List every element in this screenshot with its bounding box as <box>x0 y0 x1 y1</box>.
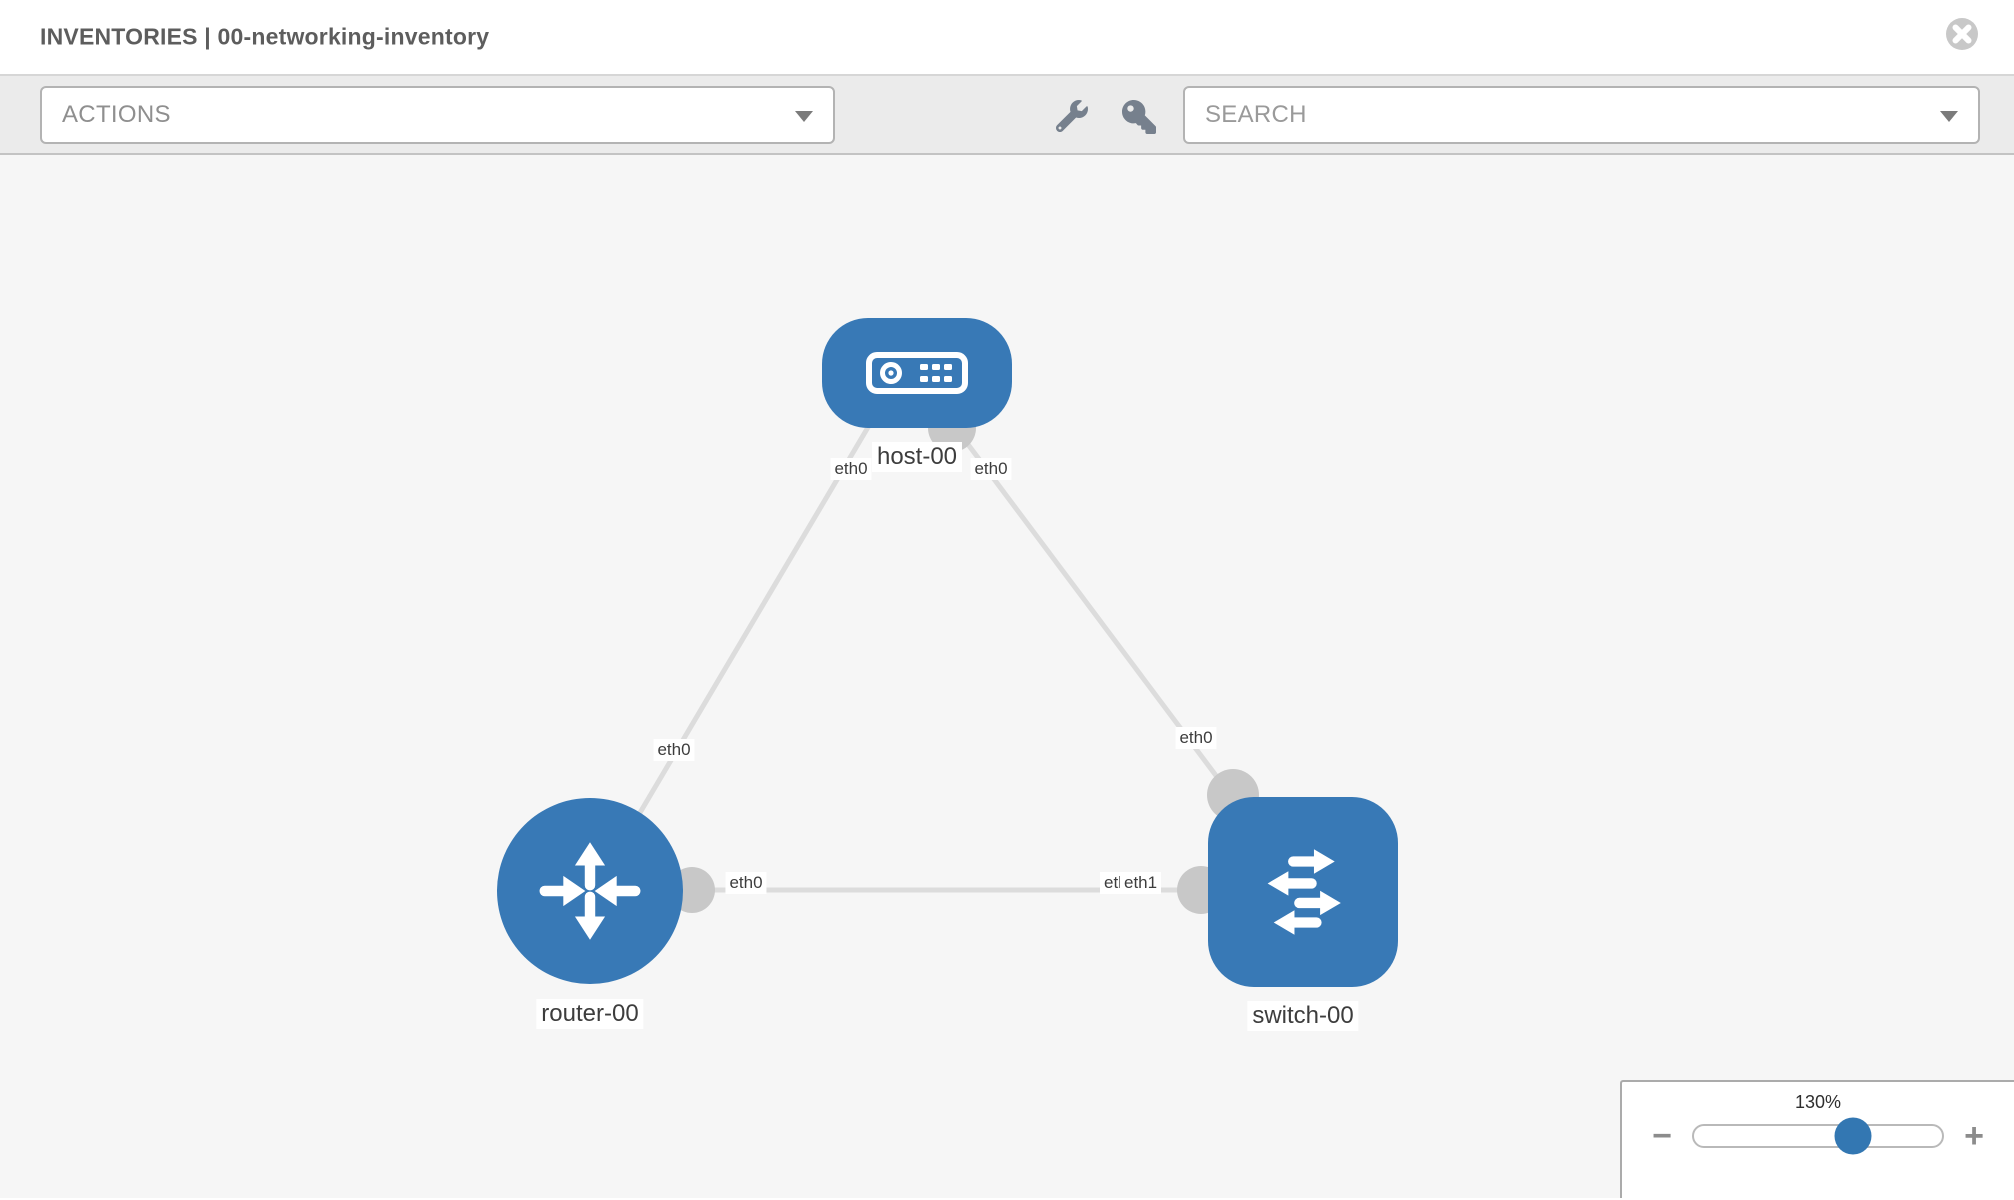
zoom-in-button[interactable]: + <box>1964 1117 1984 1155</box>
node-label-switch-00[interactable]: switch-00 <box>1247 1001 1359 1031</box>
chevron-down-icon <box>795 111 813 122</box>
zoom-out-button[interactable]: − <box>1652 1117 1672 1155</box>
iface-label-switch-eth0-uplink: eth0 <box>1175 727 1217 749</box>
iface-label-host-eth0-right: eth0 <box>970 458 1012 480</box>
zoom-slider-row: − + <box>1622 1117 2014 1155</box>
node-host-00[interactable] <box>822 318 1012 428</box>
host-icon <box>866 352 968 394</box>
node-router-00[interactable] <box>497 798 683 984</box>
router-icon <box>539 842 641 940</box>
node-label-router-00[interactable]: router-00 <box>536 999 644 1029</box>
topology-links-layer <box>600 404 1300 914</box>
wrench-icon[interactable] <box>1055 100 1090 134</box>
node-switch-00[interactable] <box>1208 797 1398 987</box>
toolbar: ACTIONS SEARCH <box>0 76 2014 155</box>
key-icon[interactable] <box>1122 100 1156 134</box>
iface-label-router-eth0-uplink: eth0 <box>653 739 695 761</box>
close-button[interactable] <box>1944 16 1980 52</box>
iface-label-router-eth0-lan: eth0 <box>725 872 767 894</box>
zoom-slider[interactable] <box>1692 1117 1944 1155</box>
header: INVENTORIES | 00-networking-inventory <box>0 0 2014 76</box>
iface-label-switch-eth1-lan: eth1 <box>1120 872 1162 894</box>
topology-canvas[interactable]: host-00 router-00 switch-00 eth0 eth0 et… <box>0 155 2014 1198</box>
actions-dropdown[interactable]: ACTIONS <box>40 86 835 144</box>
page-title: INVENTORIES | 00-networking-inventory <box>40 23 490 50</box>
iface-label-switch-pair: eth0 eth1 <box>1100 872 1172 896</box>
zoom-level: 130% <box>1794 1092 1842 1112</box>
node-label-host-00[interactable]: host-00 <box>871 442 963 472</box>
chevron-down-icon <box>1940 111 1958 122</box>
zoom-control-panel: 130% − + <box>1620 1080 2014 1198</box>
link-host-router[interactable] <box>609 405 883 862</box>
actions-dropdown-label: ACTIONS <box>62 101 171 128</box>
zoom-slider-thumb[interactable] <box>1834 1117 1872 1155</box>
search-dropdown-label: SEARCH <box>1205 101 1307 128</box>
iface-label-host-eth0-left: eth0 <box>830 458 872 480</box>
switch-icon <box>1267 849 1341 935</box>
close-icon <box>1946 18 1978 50</box>
search-dropdown[interactable]: SEARCH <box>1183 86 1980 144</box>
